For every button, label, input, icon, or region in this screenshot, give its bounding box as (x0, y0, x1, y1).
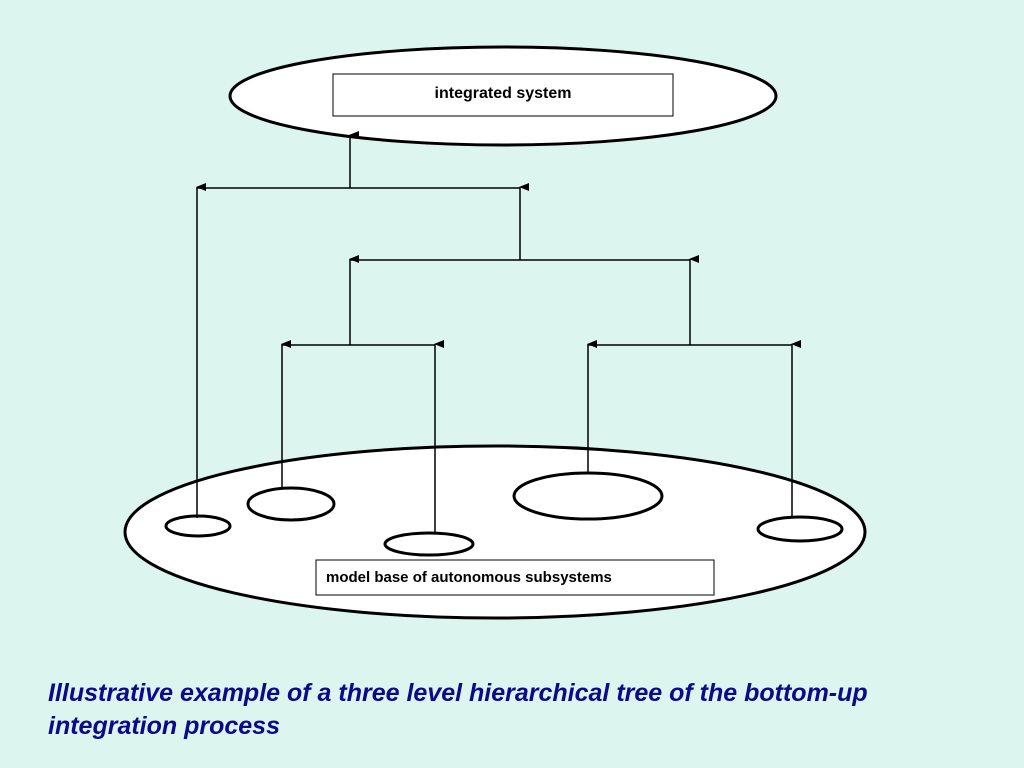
tree-connectors (196, 131, 801, 532)
model-base-label: model base of autonomous subsystems (326, 569, 612, 586)
integrated-system-box (332, 73, 674, 117)
subsystem-ellipse-3 (383, 531, 475, 557)
integrated-system-label: integrated system (435, 85, 572, 102)
subsystem-ellipse-2 (246, 486, 336, 522)
subsystem-ellipse-5 (756, 515, 844, 543)
figure-caption: Illustrative example of a three level hi… (48, 679, 868, 740)
subsystem-ellipse-1 (164, 514, 232, 538)
model-base-node: model base of autonomous subsystems (123, 444, 867, 620)
integrated-system-node: integrated system (228, 45, 778, 147)
model-base-box (315, 559, 715, 596)
subsystem-ellipse-4 (512, 471, 664, 521)
